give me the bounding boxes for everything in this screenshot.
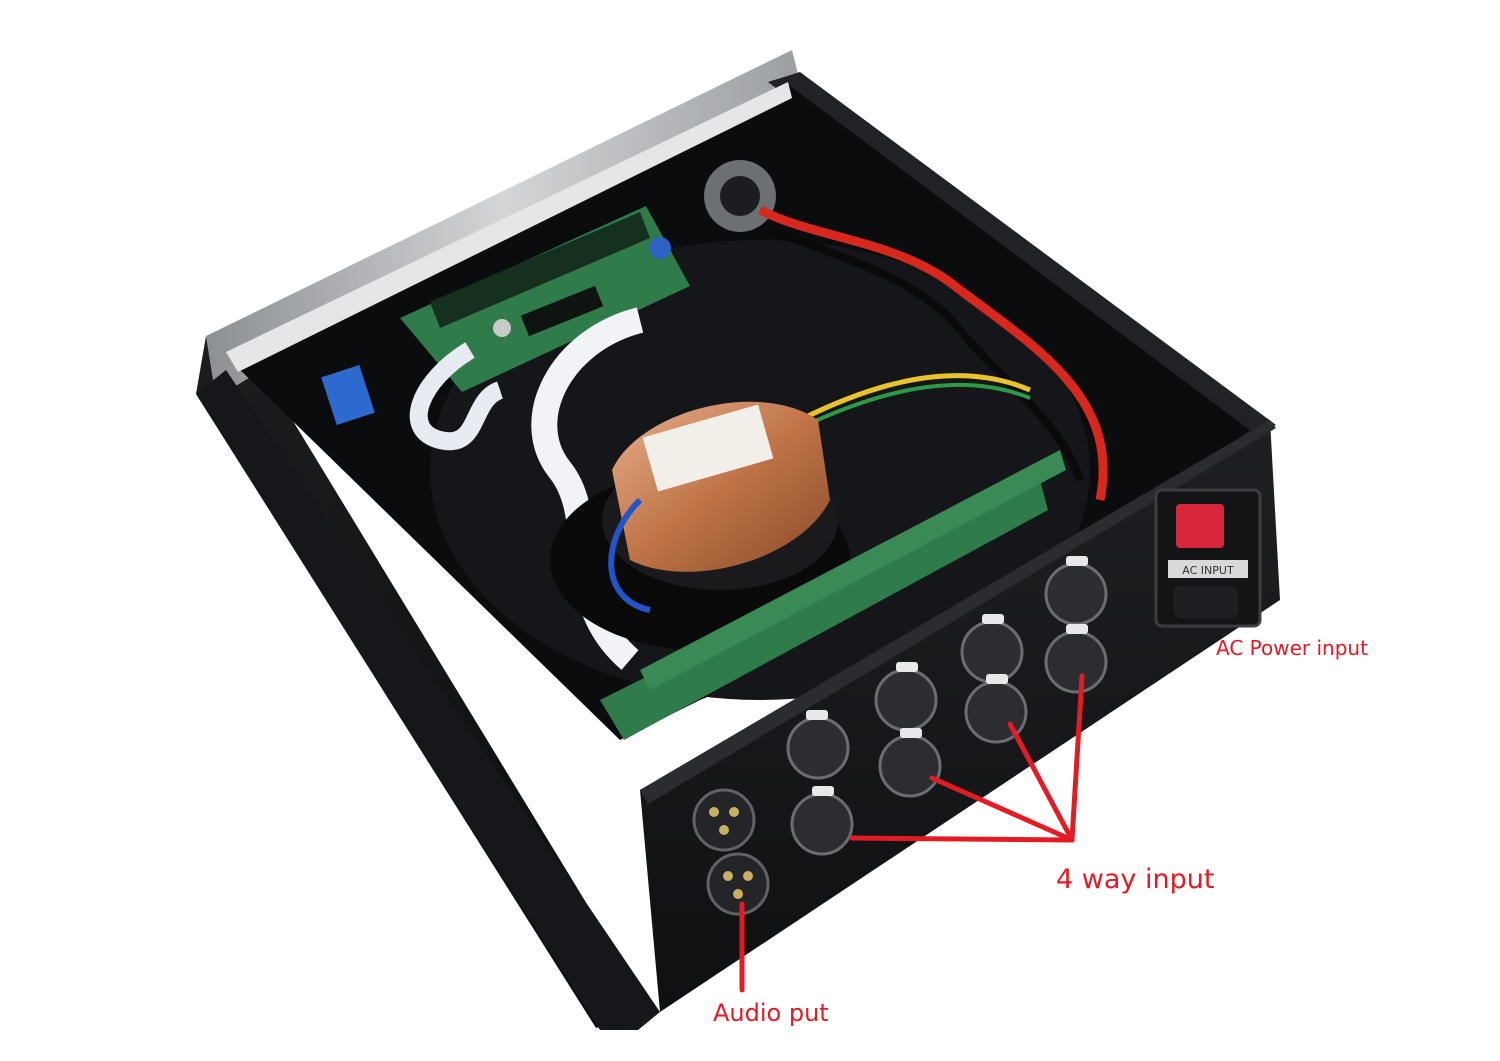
black-wire-bundle: [768, 226, 1084, 482]
display-pcb: [400, 206, 690, 392]
xlr-socket: [960, 620, 1024, 684]
xlr-socket: [874, 668, 938, 732]
transformer-wires: [798, 373, 1031, 423]
audio-output-label: Audio put: [713, 999, 829, 1027]
ac-inlet-label-text: AC INPUT: [1182, 564, 1234, 577]
xlr-socket: [786, 716, 850, 780]
ribbon-cable-1: [409, 342, 504, 451]
aluminium-panel-inner-edge: [226, 82, 792, 372]
arrow-to-input-3: [1007, 721, 1075, 843]
xlr-socket: [878, 734, 942, 798]
transformer-label: [642, 404, 774, 492]
red-wire-bundle: [757, 205, 1108, 501]
ir-receiver-board: [321, 365, 375, 425]
arrow-to-input-4: [1069, 673, 1085, 843]
input-pcb-rear: [640, 450, 1066, 690]
transformer-wires-green: [799, 382, 1031, 430]
transformer-blue-lead: [608, 497, 651, 613]
front-power-jack-core: [720, 176, 760, 216]
xlr-output-connectors: [692, 788, 770, 916]
input-pcb-front: [600, 480, 1048, 740]
chassis-right-wall: [768, 72, 1276, 440]
xlr-input-sockets: [786, 562, 1108, 856]
pcb-chip: [520, 285, 604, 337]
xlr-socket: [790, 792, 854, 856]
xlr-socket-tabs: [806, 556, 1088, 796]
annotation-lines: [739, 673, 1085, 993]
arrow-to-input-1: [849, 835, 1075, 843]
ac-inlet-label: [1168, 560, 1248, 578]
xlr-socket: [1044, 562, 1108, 626]
iec-socket: [1174, 586, 1238, 618]
blue-trimpot: [649, 237, 671, 259]
lcd-module: [430, 212, 650, 328]
ac-power-input-label: AC Power input: [1216, 636, 1368, 660]
rear-panel-edge: [640, 420, 1276, 804]
xlr-output-top: [692, 788, 756, 852]
chassis-left-wall-outer: [196, 370, 660, 1030]
rear-panel: [640, 420, 1280, 1012]
arrow-to-input-2: [929, 775, 1075, 843]
four-way-input-label: 4 way input: [1056, 864, 1215, 895]
xlr-output-bottom: [706, 852, 770, 916]
power-rocker-switch: [1176, 504, 1224, 548]
xlr-socket: [1044, 630, 1108, 694]
pcb-crystal: [493, 319, 511, 337]
